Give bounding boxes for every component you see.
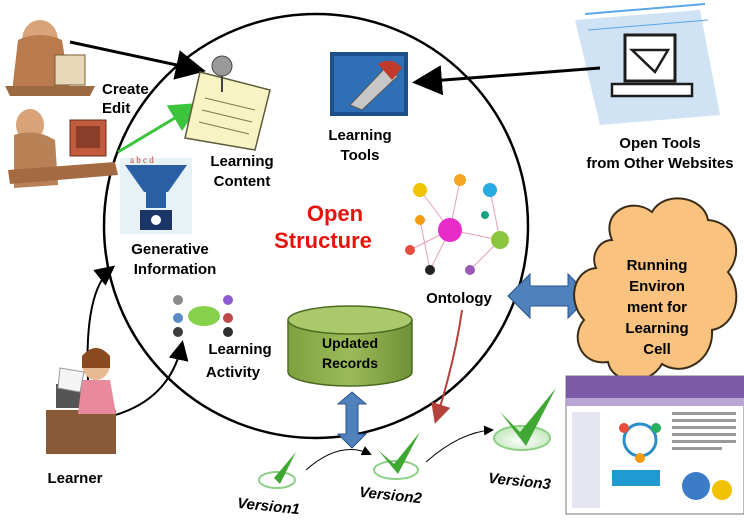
version2-check-icon xyxy=(373,432,420,480)
updated-records-label-2: Records xyxy=(322,355,378,371)
learning-content-label-1: Learning xyxy=(210,153,273,170)
learning-activity-label-2: Activity xyxy=(206,364,261,381)
learner-person-icon xyxy=(46,348,116,454)
learner-activity-arrow xyxy=(111,340,189,417)
updated-records-cylinder xyxy=(287,305,413,387)
open-structure-title-2: Structure xyxy=(274,228,372,253)
learning-content-label-2: Content xyxy=(214,173,271,190)
version2-label: Version2 xyxy=(358,484,423,508)
ontology-network-icon xyxy=(405,174,509,275)
edit-label: Edit xyxy=(102,100,130,117)
learning-tools-icon xyxy=(330,52,408,116)
version2-to-3-arrow xyxy=(425,425,494,463)
generative-label-2: Information xyxy=(134,261,217,278)
editor-person-icon xyxy=(8,109,118,188)
ontology-label: Ontology xyxy=(426,290,492,307)
edit-arrow xyxy=(117,102,201,154)
learning-tools-label-1: Learning xyxy=(328,127,391,144)
learner-label: Learner xyxy=(47,470,102,487)
open-tools-label-2: from Other Websites xyxy=(586,155,733,172)
learning-content-icon xyxy=(184,55,271,151)
svg-text:a b c d: a b c d xyxy=(130,155,154,165)
learning-activity-label-1: Learning xyxy=(208,341,271,358)
generative-label-1: Generative xyxy=(131,241,209,258)
website-screenshot xyxy=(565,375,744,515)
updated-records-label-1: Updated xyxy=(322,335,378,351)
version1-check-icon xyxy=(258,452,296,489)
open-tools-arrow xyxy=(412,65,601,96)
version3-check-icon xyxy=(493,388,556,451)
version1-label: Version1 xyxy=(236,495,300,518)
open-tools-label-1: Open Tools xyxy=(619,135,700,152)
create-arrow xyxy=(69,40,206,80)
learning-tools-label-2: Tools xyxy=(341,147,380,164)
version1-to-2-arrow xyxy=(305,446,372,471)
running-env-label-2: Environ xyxy=(629,278,685,295)
running-env-label-1: Running xyxy=(627,257,688,274)
author-person-icon xyxy=(5,20,95,96)
running-environment-cloud xyxy=(573,197,738,382)
create-label: Create xyxy=(102,81,149,98)
learning-activity-icon xyxy=(173,295,233,337)
running-env-label-3: ment for xyxy=(627,299,687,316)
version3-label: Version3 xyxy=(487,470,552,494)
ontology-version-arrow xyxy=(431,309,463,424)
open-structure-title-1: Open xyxy=(307,201,363,226)
running-env-label-5: Cell xyxy=(643,341,671,358)
open-structure-circle xyxy=(102,12,530,440)
records-version-double-arrow xyxy=(336,391,368,449)
generative-information-icon: a b c d xyxy=(120,155,192,234)
running-env-label-4: Learning xyxy=(625,320,688,337)
open-tools-icon xyxy=(575,3,720,125)
